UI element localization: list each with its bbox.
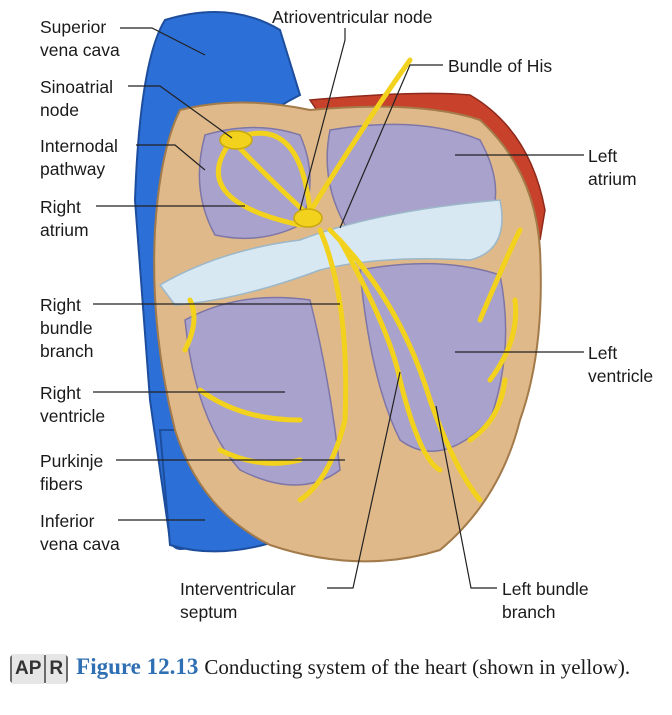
leader-interventricular-septum — [327, 371, 401, 589]
label-inferior-vena-cava: Inferior vena cava — [40, 511, 120, 554]
atrioventricular-valves — [158, 199, 503, 306]
leader-left-bundle-branch — [435, 405, 497, 589]
bundle-of-his-path — [302, 57, 413, 223]
caption-text: Conducting system of the heart (shown in… — [204, 655, 631, 679]
atrioventricular-node — [293, 208, 323, 228]
leader-superior-vena-cava — [120, 27, 206, 56]
leader-internodal-pathway — [136, 144, 206, 171]
label-left-ventricle: Left ventricle — [588, 343, 654, 386]
label-internodal-pathway: Internodal pathway — [40, 136, 118, 179]
conduction-system — [182, 57, 523, 503]
leader-bundle-of-his — [339, 64, 443, 229]
apr-badge-divider — [44, 657, 47, 682]
leader-lines — [93, 27, 584, 589]
apr-badge-right: R — [46, 654, 67, 685]
septum-branch-path — [337, 237, 443, 473]
label-right-atrium: Right atrium — [40, 197, 89, 240]
leader-sinoatrial-node — [128, 85, 233, 139]
label-sinoatrial-node: Sinoatrial node — [40, 77, 113, 120]
figure-number: Figure 12.13 — [76, 654, 199, 679]
leader-av-node — [299, 28, 346, 211]
apr-badge-left: AP — [12, 654, 45, 685]
label-superior-vena-cava: Superior vena cava — [40, 17, 120, 60]
label-bundle-of-his: Bundle of His — [448, 56, 553, 76]
left-bundle-branch-path — [327, 227, 483, 503]
internodal-pathway-3 — [215, 137, 303, 228]
label-right-ventricle: Right ventricle — [40, 383, 106, 426]
label-atrioventricular-node: Atrioventricular node — [272, 7, 433, 27]
label-purkinje-fibers: Purkinje fibers — [40, 451, 104, 494]
purkinje-fibers-left — [467, 227, 523, 443]
label-left-atrium: Left atrium — [588, 146, 637, 189]
right-ventricle-chamber — [184, 296, 341, 486]
label-left-bundle-branch: Left bundle branch — [502, 579, 589, 622]
sinoatrial-node — [219, 130, 253, 150]
heart-illustration — [93, 11, 584, 589]
label-interventricular-septum: Interventricular septum — [180, 579, 296, 622]
heart-diagram: Superior vena cava Sinoatrial node Inter… — [40, 7, 654, 622]
label-right-bundle-branch: Right bundle branch — [40, 295, 94, 361]
right-bundle-branch-path — [297, 227, 349, 503]
